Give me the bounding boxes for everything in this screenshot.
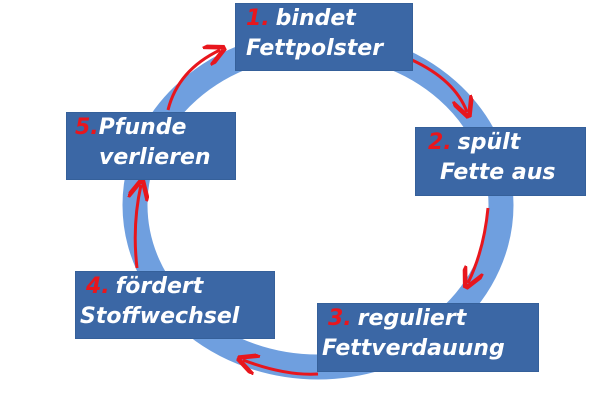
step-2-line-1: 2.spült	[416, 128, 585, 158]
step-5-text-2: verlieren	[99, 145, 211, 170]
step-2-text-2: Fette aus	[440, 160, 556, 185]
step-5-text-1: Pfunde	[98, 115, 187, 140]
step-3-text-2: Fettverdauung	[322, 336, 505, 361]
arrow-5-to-1	[166, 50, 220, 111]
arrow-2-to-3	[468, 207, 490, 283]
step-4-text-2: Stoffwechsel	[80, 304, 240, 329]
step-2-text-1: spült	[457, 130, 521, 155]
step-1-text-2: Fettpolster	[246, 36, 384, 61]
step-box-1: 1.bindet Fettpolster	[236, 4, 412, 70]
step-3-number: 3.	[328, 306, 352, 331]
arrow-1-to-2	[411, 58, 467, 112]
step-4-line-1: 4.fördert	[76, 272, 274, 302]
step-1-number: 1.	[246, 6, 270, 31]
step-1-text-1: bindet	[275, 6, 356, 31]
step-box-5: 5.Pfunde verlieren	[67, 113, 235, 179]
step-1-line-1: 1.bindet	[236, 4, 412, 34]
step-5-number: 5.	[75, 115, 99, 140]
step-box-4: 4.fördert Stoffwechsel	[76, 272, 274, 338]
step-5-line-1: 5.Pfunde	[67, 113, 235, 143]
step-2-number: 2.	[428, 130, 452, 155]
arrow-4-to-5	[135, 185, 141, 269]
step-4-number: 4.	[86, 274, 110, 299]
arrow-3-to-4	[243, 360, 319, 376]
step-4-text-1: fördert	[115, 274, 204, 299]
step-3-line-1: 3.reguliert	[318, 304, 538, 334]
step-3-text-1: reguliert	[357, 306, 467, 331]
step-box-3: 3.reguliert Fettverdauung	[318, 304, 538, 371]
step-box-2: 2.spült Fette aus	[416, 128, 585, 195]
